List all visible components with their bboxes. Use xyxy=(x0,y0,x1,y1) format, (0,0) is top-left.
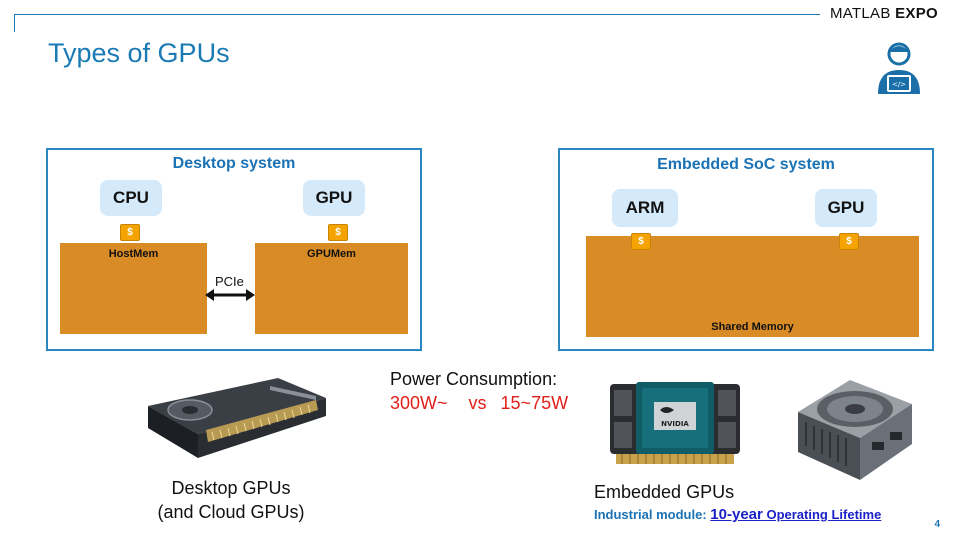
gpumem-block xyxy=(255,243,408,334)
power-consumption-label: Power Consumption: xyxy=(390,369,558,389)
shared-memory-block xyxy=(586,236,919,337)
header-rule-tick xyxy=(14,14,15,32)
cpu-cache-badge: $ xyxy=(120,224,140,241)
soc-gpu-chip: GPU xyxy=(815,189,877,227)
logo-expo: EXPO xyxy=(895,5,938,22)
gpumem-label: GPUMem xyxy=(307,248,356,260)
matlab-expo-logo: MATLAB EXPO xyxy=(830,5,938,22)
desktop-gpus-caption-line1: Desktop GPUs xyxy=(171,478,291,498)
soc-gpu-cache-badge: $ xyxy=(839,233,859,250)
hostmem-label: HostMem xyxy=(108,248,159,260)
page-number: 4 xyxy=(934,519,940,530)
arm-cache-badge: $ xyxy=(631,233,651,250)
nvidia-chip-label: NVIDIA xyxy=(661,420,689,428)
embedded-system-title: Embedded SoC system xyxy=(657,156,835,173)
desktop-gpus-caption-line2: (and Cloud GPUs) xyxy=(157,502,305,522)
page-title: Types of GPUs xyxy=(48,38,230,68)
gpu-chip: GPU xyxy=(303,180,365,216)
user-at-laptop-icon: </> xyxy=(878,42,920,94)
embedded-gpus-caption: Embedded GPUs xyxy=(594,482,735,502)
gpu-cache-badge: $ xyxy=(328,224,348,241)
header-rule xyxy=(14,14,820,15)
jetson-module-image: NVIDIA xyxy=(610,382,740,464)
lifetime-suffix: Operating Lifetime xyxy=(766,507,882,522)
industrial-prefix: Industrial module: xyxy=(594,507,707,522)
svg-text:</>: </> xyxy=(892,81,906,89)
lifetime-years: 10-year xyxy=(710,506,763,523)
logo-matlab: MATLAB xyxy=(829,5,891,22)
desktop-system-title: Desktop system xyxy=(172,155,296,172)
hostmem-block xyxy=(60,243,207,334)
operating-lifetime-link[interactable]: 10-year Operating Lifetime xyxy=(710,506,882,523)
cpu-chip: CPU xyxy=(100,180,162,216)
jetson-devkit-image xyxy=(798,380,912,480)
pcie-label: PCIe xyxy=(215,274,244,289)
power-consumption-value: 300W~ vs 15~75W xyxy=(390,393,569,413)
desktop-gpu-card-image xyxy=(148,378,326,458)
industrial-module-note: Industrial module: 10-year Operating Lif… xyxy=(594,506,881,523)
shared-memory-label: Shared Memory xyxy=(711,321,794,333)
double-arrow-icon xyxy=(205,289,255,301)
arm-chip: ARM xyxy=(612,189,678,227)
desktop-gpus-caption: Desktop GPUs (and Cloud GPUs) xyxy=(146,476,316,524)
